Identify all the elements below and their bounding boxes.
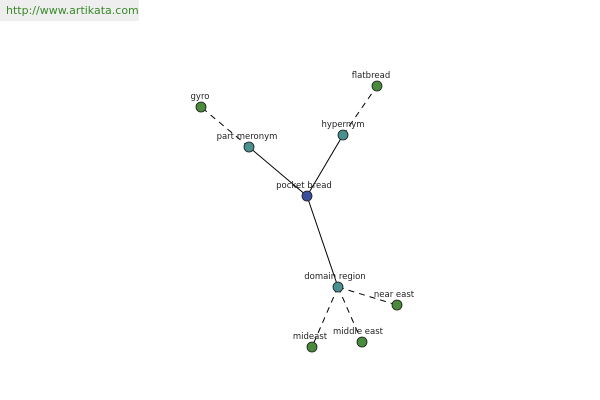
edges-layer [200,85,398,348]
url-banner: http://www.artikata.com [0,0,139,21]
edge-pocket-bread-to-part-meronym [248,146,308,197]
node-pocket-bread[interactable] [301,190,313,202]
node-hypernym[interactable] [337,129,349,141]
node-label-domain-region: domain region [304,272,365,282]
node-near-east[interactable] [391,299,403,311]
node-part-meronym[interactable] [243,141,255,153]
node-flatbread[interactable] [371,80,383,92]
labels-layer: pocket bread part meronym hypernym domain r… [191,71,415,342]
node-mideast[interactable] [306,341,318,353]
node-label-gyro: gyro [191,92,210,102]
site-url-link[interactable]: http://www.artikata.com [6,4,139,17]
node-label-pocket-bread: pocket bread [276,181,332,191]
edge-hypernym-to-flatbread [342,85,378,136]
node-label-near-east: near east [374,290,415,300]
node-label-mideast: mideast [293,332,328,342]
node-middle-east[interactable] [356,336,368,348]
node-gyro[interactable] [195,101,207,113]
node-label-hypernym: hypernym [321,120,364,130]
node-label-flatbread: flatbread [352,71,390,81]
nodes-layer [195,80,403,353]
edge-pocket-bread-to-domain-region [306,195,339,288]
node-domain-region[interactable] [332,281,344,293]
edge-pocket-bread-to-hypernym [306,134,344,197]
node-label-middle-east: middle east [333,327,384,337]
node-label-part-meronym: part meronym [217,132,278,142]
